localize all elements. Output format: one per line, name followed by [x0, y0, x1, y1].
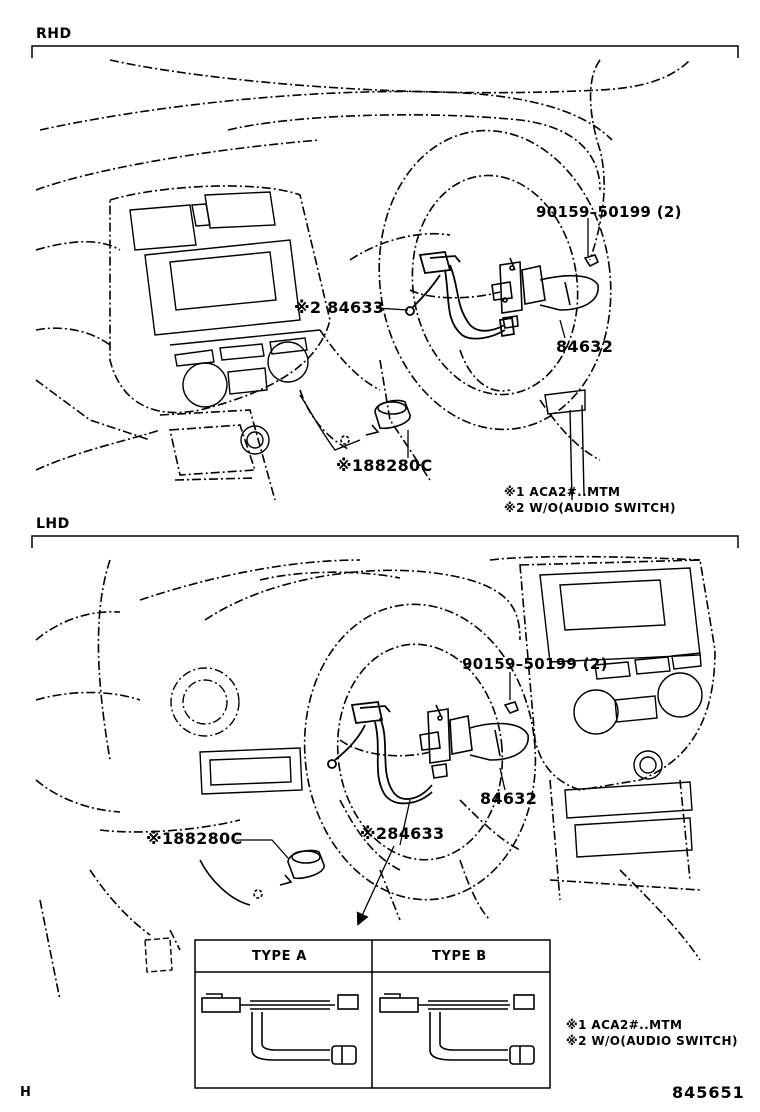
lhd-screw-part-number: 90159–50199 (2) [462, 655, 608, 673]
rhd-harness-part-number: ※2 84633 [294, 298, 385, 317]
lhd-lamp-part [199, 849, 325, 906]
lhd-wire-harness [327, 701, 433, 805]
type-a-harness [201, 993, 359, 1065]
lhd-lamp-part-number: ※188280C [146, 829, 243, 848]
lhd-switch-assembly [419, 704, 529, 779]
type-box [194, 939, 551, 1089]
rhd-column-panel [299, 389, 586, 501]
lhd-head-unit [539, 567, 703, 858]
rhd-lamp-part [340, 399, 411, 445]
lhd-screw [503, 701, 520, 714]
lhd-center-console [519, 559, 716, 901]
illustration-number: 845651 [672, 1083, 745, 1102]
lhd-section [31, 535, 739, 1089]
lhd-steering-wheel [303, 603, 537, 921]
lhd-section-bracket [31, 535, 739, 548]
footer-left-code: H [20, 1085, 32, 1100]
lhd-harness-part-number: ※284633 [360, 824, 445, 843]
rhd-switch-part-number: 84632 [556, 337, 614, 356]
rhd-section [31, 45, 739, 501]
rhd-center-console [109, 185, 331, 501]
lhd-gauge-area [144, 667, 303, 973]
rhd-footnote-2: ※2 W/O(AUDIO SWITCH) [504, 501, 676, 515]
lhd-section-label: LHD [36, 516, 70, 532]
lhd-switch-part-number: 84632 [480, 789, 538, 808]
type-a-label: TYPE A [252, 949, 307, 964]
rhd-dash-outline [35, 59, 691, 471]
rhd-screw [583, 254, 600, 268]
rhd-lamp-part-number: ※188280C [336, 456, 433, 475]
type-b-label: TYPE B [432, 949, 487, 964]
type-b-harness [379, 993, 535, 1065]
rhd-footnote-1: ※1 ACA2#..MTM [504, 485, 621, 499]
rhd-leader-lines [375, 218, 589, 458]
lhd-leader-lines [236, 672, 511, 926]
rhd-switch-assembly [491, 257, 599, 329]
rhd-section-bracket [31, 45, 739, 58]
lhd-footnote-1: ※1 ACA2#..MTM [566, 1018, 683, 1032]
lhd-dash-outline [35, 555, 701, 1001]
lhd-footnote-2: ※2 W/O(AUDIO SWITCH) [566, 1034, 738, 1048]
rhd-wire-harness [405, 251, 516, 340]
rhd-head-unit [129, 191, 321, 455]
rhd-screw-part-number: 90159–50199 (2) [536, 203, 682, 221]
rhd-section-label: RHD [36, 26, 72, 42]
